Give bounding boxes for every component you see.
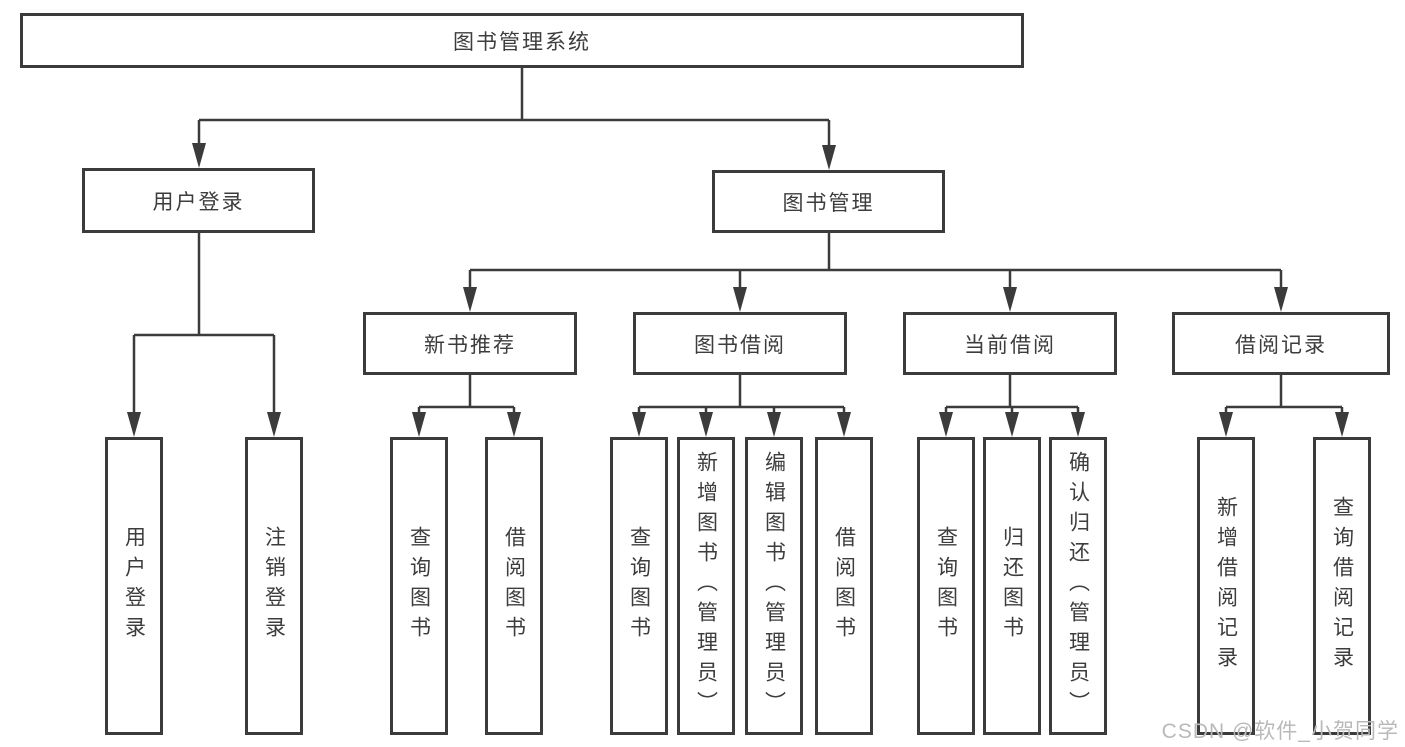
node-leaf-borrow-book-recommend: 借阅图书 (485, 437, 543, 735)
tree-edges (132, 68, 1344, 414)
node-leaf-logout: 注销登录 (245, 437, 303, 735)
node-leaf-query-book-borrowing: 查询图书 (610, 437, 668, 735)
node-leaf-query-book-current: 查询图书 (917, 437, 975, 735)
node-leaf-return-book: 归还图书 (983, 437, 1041, 735)
node-leaf-query-book-recommend: 查询图书 (390, 437, 448, 735)
node-book-borrowing: 图书借阅 (633, 312, 847, 375)
node-leaf-add-book-admin: 新增图书（管理员） (677, 437, 735, 735)
node-leaf-query-borrow-record: 查询借阅记录 (1313, 437, 1371, 735)
csdn-watermark: CSDN @软件_小贺同学 (1161, 720, 1399, 743)
node-leaf-user-login: 用户登录 (105, 437, 163, 735)
node-user-login-branch: 用户登录 (82, 168, 315, 233)
node-book-management-branch: 图书管理 (712, 170, 945, 233)
node-library-management-system: 图书管理系统 (20, 13, 1024, 68)
node-leaf-edit-book-admin: 编辑图书（管理员） (745, 437, 803, 735)
node-borrowing-records: 借阅记录 (1172, 312, 1390, 375)
node-new-book-recommendation: 新书推荐 (363, 312, 577, 375)
arrow-heads (127, 143, 1349, 437)
node-leaf-confirm-return-admin: 确认归还（管理员） (1049, 437, 1107, 735)
node-leaf-add-borrow-record: 新增借阅记录 (1197, 437, 1255, 735)
node-leaf-borrow-book: 借阅图书 (815, 437, 873, 735)
node-current-borrowing: 当前借阅 (903, 312, 1117, 375)
